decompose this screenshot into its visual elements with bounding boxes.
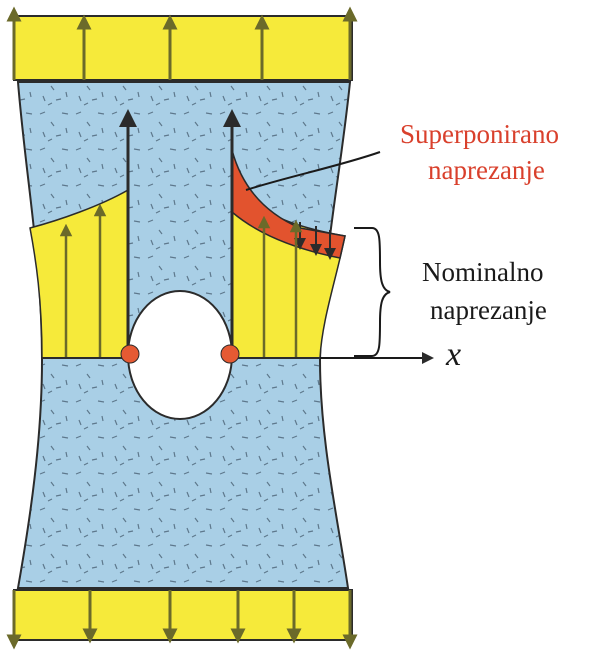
nominal-stress-label-line1: Nominalno <box>422 256 544 288</box>
top-load-band <box>14 14 352 80</box>
bottom-load-band <box>14 590 352 642</box>
central-hole <box>128 291 232 419</box>
critical-point-left <box>121 345 139 363</box>
nominal-stress-label-line2: naprezanje <box>430 294 547 326</box>
superposed-stress-label-line1: Superponirano <box>400 118 559 150</box>
nominal-brace <box>354 228 390 356</box>
x-axis-label: x <box>446 336 461 374</box>
critical-point-right <box>221 345 239 363</box>
superposed-stress-label-line2: naprezanje <box>428 154 545 186</box>
